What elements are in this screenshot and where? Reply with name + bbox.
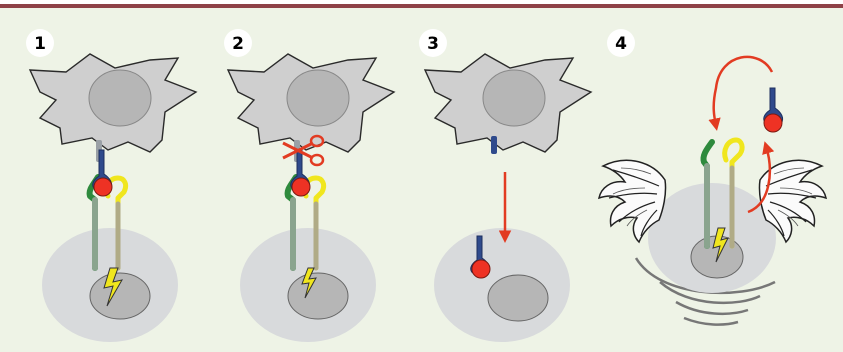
green-receptor <box>700 139 715 249</box>
ligand-ball <box>93 177 113 197</box>
panel-3-number-badge: 3 <box>419 29 447 57</box>
scissors-icon <box>282 134 325 167</box>
number-badge-icon <box>224 29 252 57</box>
target-nucleus <box>487 274 549 322</box>
panel-1-number: 1 <box>34 34 46 54</box>
panel-2-number: 2 <box>232 34 244 54</box>
ligand-ball <box>471 259 491 279</box>
target-nucleus <box>287 272 349 320</box>
panel-4: 4 <box>598 29 827 326</box>
arrow-icon <box>747 141 775 214</box>
lightning-bolt-icon <box>103 267 124 307</box>
arrow-icon <box>708 55 774 131</box>
signaling-nucleus <box>88 69 152 127</box>
panel-1: 1 <box>26 29 198 342</box>
panel-1-number-badge: 1 <box>26 29 54 57</box>
lightning-bolt-icon <box>712 227 729 263</box>
panel-2: 2 <box>224 29 396 342</box>
number-badge-icon <box>607 29 635 57</box>
number-badge-icon <box>419 29 447 57</box>
lightning-bolt-icon <box>301 267 317 299</box>
panel-2-number-badge: 2 <box>224 29 252 57</box>
panel-3: 3 <box>419 29 593 342</box>
ligand-ball <box>291 177 311 197</box>
signaling-nucleus <box>482 69 546 127</box>
signaling-nucleus <box>286 69 350 127</box>
panel-3-number: 3 <box>427 34 439 54</box>
top-bar <box>0 4 843 8</box>
ligand-ball <box>763 113 783 133</box>
target-nucleus <box>89 272 151 320</box>
panel-4-number-badge: 4 <box>607 29 635 57</box>
number-badge-icon <box>26 29 54 57</box>
panel-4-number: 4 <box>615 34 627 54</box>
ligand-stub <box>491 136 497 154</box>
yellow-receptor <box>722 137 745 249</box>
